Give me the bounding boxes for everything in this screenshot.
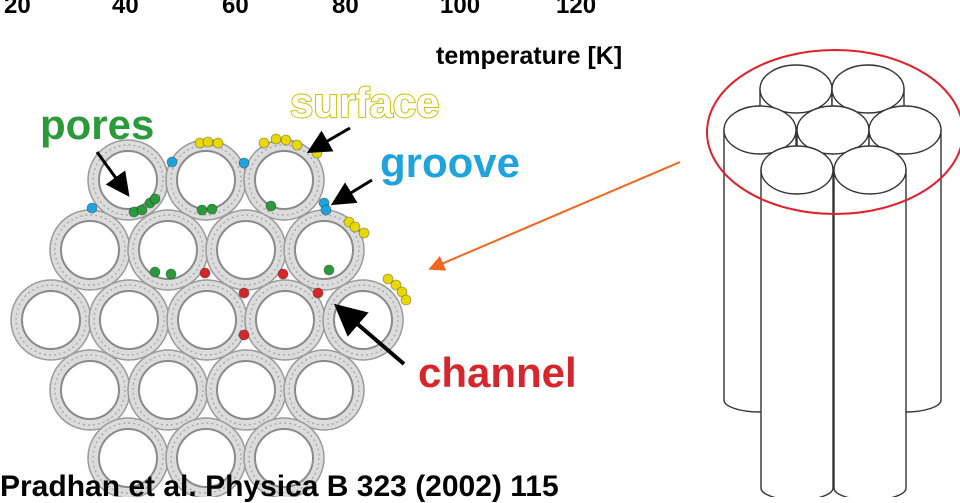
cylinder-body [833,169,907,497]
pore-site-dot [136,204,148,216]
x-tick-60: 60 [222,0,249,19]
label-pores: pores [40,101,155,148]
x-axis-label: temperature [K] [436,42,623,70]
groove-arrow [330,178,373,206]
tube-dotted-ring [327,284,399,356]
surface-site-dot [382,273,394,285]
cylinder-tube [833,145,907,497]
pore-site-dot [165,268,177,280]
cylinder-top [760,145,834,195]
tube-dotted-ring [170,144,242,216]
label-groove: groove [380,139,521,186]
surface-site-dot [390,279,402,291]
tube-inner-pore [177,290,237,350]
tube-inner-pore [99,290,159,350]
tube-inner-pore [333,290,393,350]
tube-dotted-ring [54,354,126,426]
x-tick-100: 100 [440,0,481,19]
tube-inner-pore [60,220,120,280]
tube-dotted-ring [132,354,204,426]
tube-inner-pore [255,290,315,350]
tube-dotted-ring [288,214,360,286]
surface-site-dot [291,139,303,151]
tube-inner-pore [254,428,314,488]
tube-inner-pore [98,428,158,488]
tube-inner-pore [176,428,236,488]
tube-bundle-3d-drawing [706,49,960,497]
tube-dotted-ring [249,284,321,356]
groove-site-dot [166,156,178,168]
adsorption-sites [86,133,412,341]
groove-site-dot [320,204,332,216]
x-tick-40: 40 [112,0,139,19]
cylinder-top [833,145,907,195]
citation-text: Pradhan et al. Physica B 323 (2002) 115 [0,470,559,503]
surface-site-dot [258,137,270,149]
x-tick-120: 120 [556,0,597,19]
label-channel: channel [418,349,577,396]
surface-site-dot [212,137,224,149]
channel-arrow [333,303,406,366]
pore-site-dot [149,193,161,205]
tube-inner-pore [138,360,198,420]
tube-dotted-ring [210,214,282,286]
tube-dotted-ring [170,422,242,494]
tube-dotted-ring [132,214,204,286]
surface-site-dot [280,134,292,146]
channel-site-dot [312,287,324,299]
label-arrows [95,126,681,366]
tube-inner-pore [176,150,236,210]
pore-site-dot [323,264,335,276]
connector-arrow [428,161,681,271]
channel-site-dot [199,267,211,279]
tube-inner-pore [294,220,354,280]
surface-site-dot [358,227,370,239]
cylinder-top [759,64,833,114]
tube-dotted-ring [288,354,360,426]
channel-site-dot [238,329,250,341]
cylinder-top [723,105,797,155]
nanotube-rings [10,139,404,497]
surface-site-dot [349,221,361,233]
cylinder-tube [760,145,834,497]
label-surface: surface [289,79,440,126]
cylinder-body [760,169,834,497]
groove-site-dot [238,157,250,169]
tube-inner-pore [138,220,198,280]
surface-site-dot [202,136,214,148]
channel-site-dot [277,268,289,280]
tube-dotted-ring [93,284,165,356]
surface-site-dot [400,294,412,306]
cylinder-top [868,105,942,155]
tube-dotted-ring [54,214,126,286]
pore-site-dot [206,203,218,215]
x-tick-80: 80 [332,0,359,19]
tube-dotted-ring [248,144,320,216]
tube-inner-pore [294,360,354,420]
tube-dotted-ring [171,284,243,356]
tube-dotted-ring [248,422,320,494]
tube-inner-pore [21,290,81,350]
pore-site-dot [265,200,277,212]
cylinder-top [831,64,905,114]
highlight-circle [706,49,960,215]
pores-arrow [95,151,130,197]
tube-dotted-ring [210,354,282,426]
tube-inner-pore [60,360,120,420]
tube-inner-pore [254,150,314,210]
surface-arrow [306,126,351,154]
channel-site-dot [238,287,250,299]
tube-dotted-ring [92,422,164,494]
tube-dotted-ring [92,144,164,216]
tube-dotted-ring [15,284,87,356]
surface-site-dot [270,133,282,145]
tube-inner-pore [216,360,276,420]
groove-site-dot [86,202,98,214]
pore-site-dot [149,266,161,278]
pore-site-dot [196,204,208,216]
x-tick-20: 20 [4,0,31,19]
tube-inner-pore [216,220,276,280]
